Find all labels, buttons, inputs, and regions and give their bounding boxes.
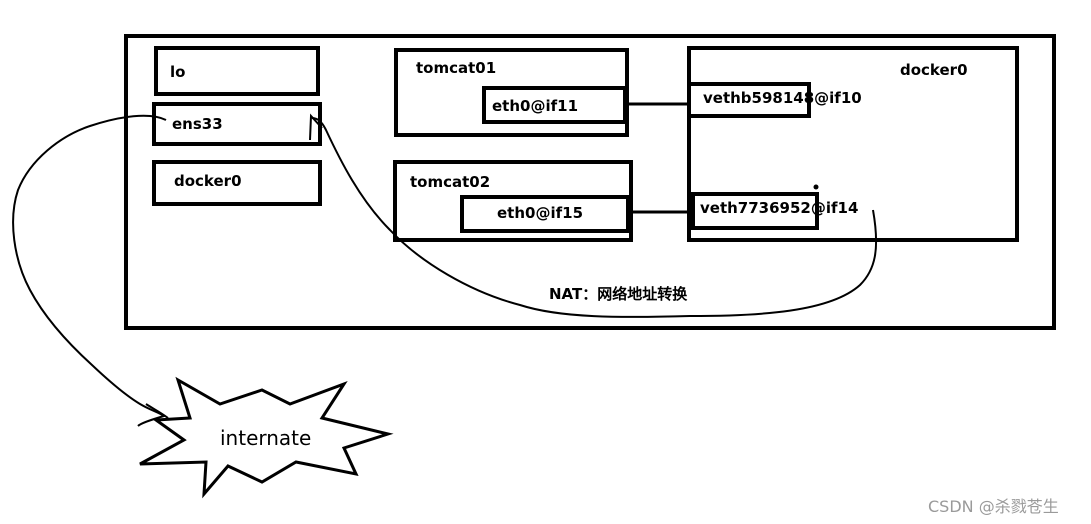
tomcat01-eth0-label: eth0@if11 bbox=[492, 97, 579, 115]
tomcat02-eth0-label: eth0@if15 bbox=[497, 204, 584, 222]
nat-path-curve bbox=[311, 117, 878, 318]
container-tomcat02-box bbox=[393, 160, 633, 242]
bridge-docker0-box bbox=[687, 46, 1019, 242]
nat-label: NAT：网络地址转换 bbox=[549, 285, 688, 303]
veth2-label: veth7736952@if14 bbox=[700, 199, 859, 217]
internet-star bbox=[139, 376, 394, 499]
host-iface-lo-box bbox=[154, 46, 320, 96]
bridge-docker0-label: docker0 bbox=[900, 61, 968, 79]
host-iface-docker0-label: docker0 bbox=[174, 172, 242, 190]
internet-label: internate bbox=[220, 426, 312, 450]
internet-path-hook bbox=[145, 403, 169, 419]
tomcat01-eth0-box bbox=[482, 86, 627, 124]
host-frame bbox=[124, 34, 1056, 330]
host-iface-ens33-label: ens33 bbox=[172, 115, 223, 133]
container-tomcat02-label: tomcat02 bbox=[410, 173, 491, 191]
veth2-box bbox=[691, 192, 819, 230]
container-tomcat01-box bbox=[394, 48, 629, 137]
internet-path-curve bbox=[12, 114, 167, 427]
host-iface-ens33-box bbox=[152, 102, 322, 146]
watermark-text: CSDN @杀戮苍生 bbox=[928, 497, 1059, 516]
container-tomcat01-label: tomcat01 bbox=[416, 59, 497, 77]
dot-marker bbox=[813, 184, 819, 190]
veth1-box bbox=[687, 82, 811, 118]
veth1-label: vethb598148@if10 bbox=[703, 89, 862, 107]
host-iface-lo-label: lo bbox=[170, 63, 186, 81]
host-iface-docker0-box bbox=[152, 160, 322, 206]
tomcat02-eth0-box bbox=[460, 195, 630, 233]
